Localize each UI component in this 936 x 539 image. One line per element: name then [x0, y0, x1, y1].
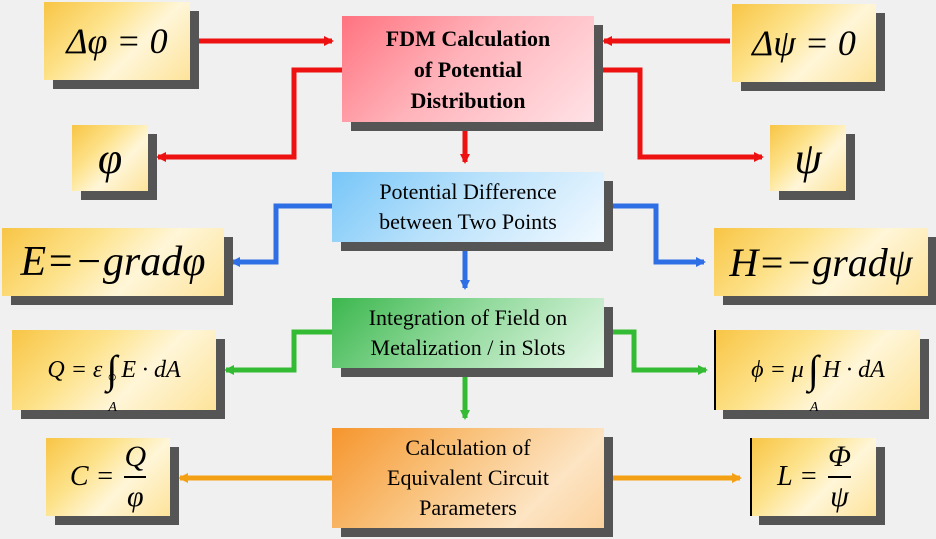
inductance-numerator: Φ	[828, 440, 851, 473]
h-field-text: H=−gradψ	[729, 239, 913, 285]
closed-integral-icon: ∫○A	[106, 350, 117, 416]
calculation-line-1: Calculation of	[405, 435, 531, 460]
psi-box: ψ	[770, 125, 846, 191]
arrow-integration-to-charge	[224, 329, 332, 375]
charge-integrand: E · dA	[121, 356, 181, 383]
potential-difference-box: Potential Difference between Two Points	[332, 172, 604, 242]
flux-integral-sub: A	[809, 400, 819, 415]
integration-box: Integration of Field on Metalization / i…	[332, 298, 604, 368]
capacitance-numerator: Q	[124, 440, 147, 473]
inductance-box: L = Φ ψ	[750, 438, 876, 516]
fraction-bar	[124, 476, 147, 478]
arrow-potential-diff-to-e-field	[230, 203, 332, 267]
h-field-box: H=−gradψ	[714, 228, 928, 296]
calculation-box: Calculation of Equivalent Circuit Parame…	[332, 428, 604, 528]
e-field-box: E=−gradφ	[2, 228, 224, 296]
charge-integral-box: Q = ε ∫○A E · dA	[12, 330, 216, 416]
arrow-fdm-to-phi	[156, 67, 342, 162]
inductance-denominator: ψ	[830, 480, 849, 513]
charge-integral-sub: A	[108, 400, 117, 415]
arrow-integration-to-flux	[604, 329, 708, 375]
e-field-text: E=−gradφ	[20, 239, 206, 285]
fdm-line-3: Distribution	[410, 87, 526, 113]
laplace-psi-box: Δψ = 0	[732, 4, 876, 82]
arrow-fdm-to-psi	[594, 67, 764, 162]
psi-text: ψ	[794, 133, 822, 183]
laplace-phi-text: Δφ = 0	[66, 21, 168, 61]
laplace-phi-box: Δφ = 0	[44, 2, 190, 80]
phi-text: φ	[97, 133, 123, 183]
flux-integral-box: ϕ = μ ∫A H · dA	[714, 330, 920, 416]
capacitance-lhs: C =	[69, 461, 115, 492]
charge-lhs: Q = ε	[47, 356, 103, 383]
fdm-line-2: of Potential	[413, 56, 523, 82]
potential-diff-line-1: Potential Difference	[379, 179, 557, 204]
laplace-psi-text: Δψ = 0	[752, 23, 856, 63]
integration-line-1: Integration of Field on	[368, 305, 568, 330]
fdm-calculation-box: FDM Calculation of Potential Distributio…	[342, 16, 594, 122]
capacitance-box: C = Q φ	[46, 438, 170, 516]
potential-diff-line-2: between Two Points	[379, 209, 557, 234]
inductance-fraction: Φ ψ	[828, 440, 851, 514]
fraction-bar	[828, 476, 851, 478]
flux-integrand: H · dA	[822, 356, 885, 383]
calculation-line-3: Parameters	[419, 495, 517, 520]
flux-lhs: ϕ = μ	[751, 356, 804, 383]
phi-box: φ	[72, 125, 148, 191]
fdm-line-1: FDM Calculation	[385, 25, 551, 51]
capacitance-denominator: φ	[126, 480, 144, 513]
integral-icon: ∫A	[808, 350, 819, 416]
calculation-line-2: Equivalent Circuit	[387, 465, 549, 490]
capacitance-fraction: Q φ	[124, 440, 147, 514]
integration-line-2: Metalization / in Slots	[370, 335, 566, 360]
arrow-potential-diff-to-h-field	[604, 203, 706, 267]
inductance-lhs: L =	[777, 461, 819, 492]
